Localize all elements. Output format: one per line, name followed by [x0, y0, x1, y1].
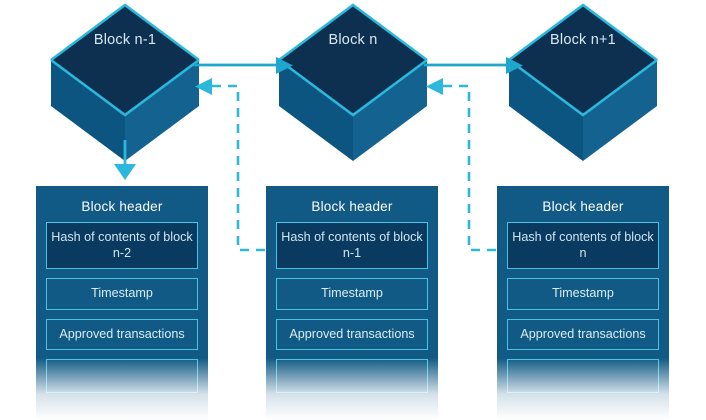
block-cube-2[interactable]: Block n: [276, 2, 430, 164]
approved-transactions-row[interactable]: Approved transactions: [276, 318, 428, 350]
cube-shape-icon: [278, 3, 428, 161]
hash-row[interactable]: Hash of contents of block n: [507, 222, 659, 269]
block-header-card-1: Block header Hash of contents of block n…: [36, 186, 208, 420]
block-header-card-2: Block header Hash of contents of block n…: [266, 186, 438, 420]
partial-row: [46, 359, 198, 393]
timestamp-row[interactable]: Timestamp: [276, 278, 428, 310]
hash-row[interactable]: Hash of contents of block n-2: [46, 222, 198, 269]
card-title: Block header: [542, 199, 624, 214]
block-cube-3[interactable]: Block n+1: [506, 2, 660, 164]
card-title: Block header: [311, 199, 393, 214]
cube-shape-icon: [508, 3, 658, 161]
approved-transactions-row[interactable]: Approved transactions: [46, 318, 198, 350]
partial-row: [507, 359, 659, 393]
timestamp-row[interactable]: Timestamp: [507, 278, 659, 310]
approved-transactions-row[interactable]: Approved transactions: [507, 318, 659, 350]
cube-shape-icon: [50, 3, 200, 161]
partial-row: [276, 359, 428, 393]
block-header-card-3: Block header Hash of contents of block n…: [497, 186, 669, 420]
hash-row[interactable]: Hash of contents of block n-1: [276, 222, 428, 269]
block-cube-1[interactable]: Block n-1: [48, 2, 202, 164]
card-title: Block header: [81, 199, 163, 214]
timestamp-row[interactable]: Timestamp: [46, 278, 198, 310]
